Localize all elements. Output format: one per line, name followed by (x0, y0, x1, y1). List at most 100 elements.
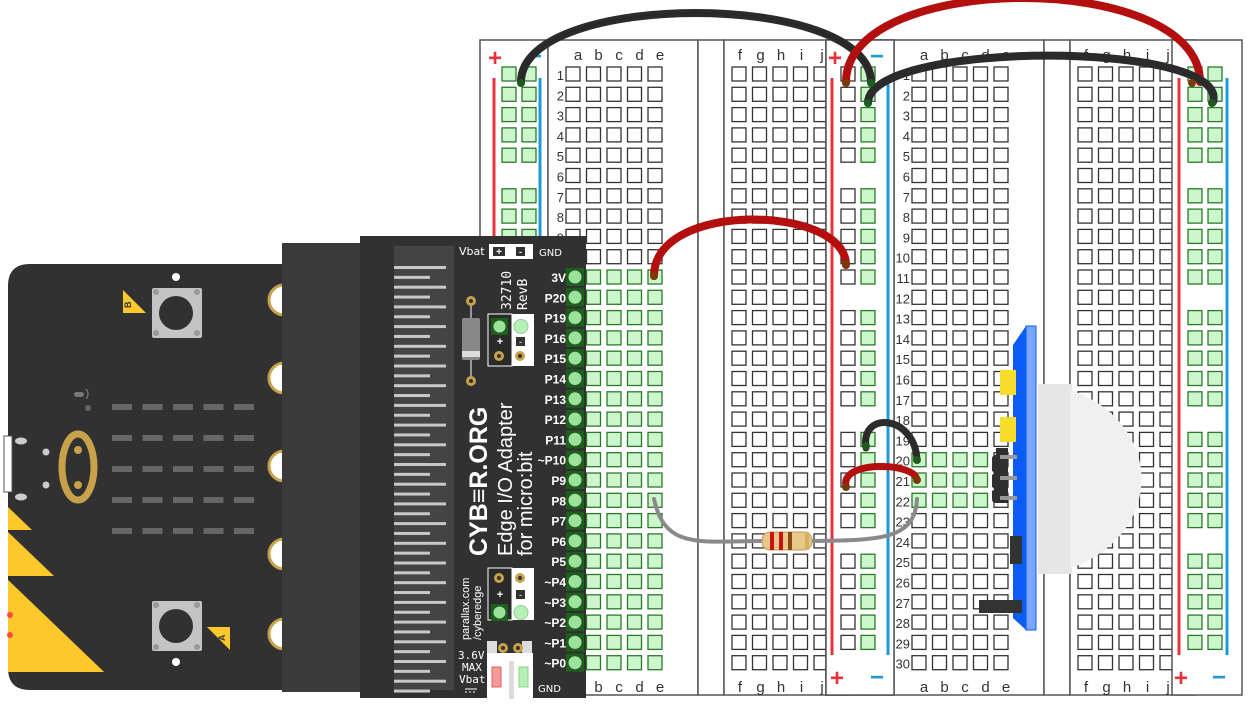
breadboard-hole[interactable] (792, 127, 809, 143)
breadboard-hole[interactable] (1207, 269, 1223, 285)
breadboard-hole[interactable] (647, 228, 663, 245)
breadboard-hole[interactable] (911, 492, 927, 508)
breadboard-hole[interactable] (606, 167, 622, 184)
breadboard-hole[interactable] (751, 614, 768, 630)
breadboard-hole[interactable] (585, 167, 602, 184)
breadboard-hole[interactable] (860, 106, 876, 123)
breadboard-hole[interactable] (521, 188, 537, 204)
breadboard-hole[interactable] (931, 167, 948, 184)
breadboard-hole[interactable] (1138, 573, 1155, 590)
breadboard-hole[interactable] (993, 269, 1009, 285)
breadboard-hole[interactable] (931, 106, 948, 123)
breadboard-hole[interactable] (792, 634, 809, 651)
breadboard-hole[interactable] (565, 167, 581, 184)
breadboard-hole[interactable] (1138, 553, 1155, 569)
breadboard-hole[interactable] (911, 289, 927, 305)
breadboard-hole[interactable] (606, 431, 622, 448)
breadboard-hole[interactable] (860, 330, 876, 346)
breadboard-hole[interactable] (647, 86, 663, 102)
breadboard-hole[interactable] (972, 452, 989, 468)
breadboard-hole[interactable] (911, 573, 927, 590)
breadboard-hole[interactable] (647, 553, 663, 569)
breadboard-hole[interactable] (626, 249, 643, 265)
breadboard-hole[interactable] (860, 370, 876, 387)
breadboard-hole[interactable] (647, 208, 663, 224)
breadboard-hole[interactable] (565, 188, 581, 204)
breadboard-hole[interactable] (606, 411, 622, 427)
breadboard-hole[interactable] (751, 391, 768, 407)
breadboard-hole[interactable] (585, 147, 602, 163)
breadboard-hole[interactable] (731, 634, 747, 651)
breadboard-hole[interactable] (931, 472, 948, 488)
breadboard-hole[interactable] (1118, 106, 1134, 123)
battery-connector[interactable] (487, 641, 533, 700)
breadboard-hole[interactable] (565, 86, 581, 102)
breadboard-hole[interactable] (1187, 188, 1203, 204)
breadboard-hole[interactable] (1207, 370, 1223, 387)
breadboard-hole[interactable] (931, 553, 948, 569)
breadboard-hole[interactable] (952, 573, 968, 590)
breadboard-hole[interactable] (647, 655, 663, 671)
breadboard-hole[interactable] (1077, 289, 1093, 305)
breadboard-hole[interactable] (1097, 614, 1114, 630)
breadboard-hole[interactable] (1138, 655, 1155, 671)
breadboard-hole[interactable] (626, 533, 643, 549)
breadboard-hole[interactable] (565, 66, 581, 82)
breadboard-hole[interactable] (931, 431, 948, 448)
breadboard-hole[interactable] (1097, 147, 1114, 163)
breadboard-hole[interactable] (1207, 249, 1223, 265)
breadboard-hole[interactable] (772, 167, 788, 184)
breadboard-hole[interactable] (772, 330, 788, 346)
breadboard-hole[interactable] (1138, 411, 1155, 427)
breadboard-hole[interactable] (952, 147, 968, 163)
breadboard-hole[interactable] (731, 147, 747, 163)
breadboard-hole[interactable] (1077, 127, 1093, 143)
breadboard-hole[interactable] (751, 512, 768, 529)
breadboard-hole[interactable] (1138, 370, 1155, 387)
breadboard-hole[interactable] (931, 594, 948, 610)
breadboard-hole[interactable] (1118, 86, 1134, 102)
breadboard-hole[interactable] (731, 512, 747, 529)
breadboard-hole[interactable] (972, 147, 989, 163)
breadboard-hole[interactable] (972, 228, 989, 245)
breadboard-hole[interactable] (751, 370, 768, 387)
breadboard-hole[interactable] (1207, 188, 1223, 204)
breadboard-hole[interactable] (840, 147, 856, 163)
breadboard-hole[interactable] (626, 269, 643, 285)
breadboard-hole[interactable] (1207, 634, 1223, 651)
breadboard-hole[interactable] (952, 411, 968, 427)
breadboard-hole[interactable] (521, 86, 537, 102)
wire-black-pir-gnd[interactable] (862, 419, 921, 464)
breadboard-hole[interactable] (1187, 309, 1203, 326)
breadboard-hole[interactable] (751, 431, 768, 448)
breadboard-hole[interactable] (911, 228, 927, 245)
breadboard-hole[interactable] (1077, 594, 1093, 610)
breadboard-hole[interactable] (993, 228, 1009, 245)
breadboard-hole[interactable] (606, 370, 622, 387)
breadboard-hole[interactable] (606, 512, 622, 529)
breadboard-hole[interactable] (931, 573, 948, 590)
breadboard-hole[interactable] (931, 269, 948, 285)
breadboard-hole[interactable] (931, 147, 948, 163)
breadboard-hole[interactable] (585, 472, 602, 488)
breadboard-hole[interactable] (911, 614, 927, 630)
wire-red-pir-vcc[interactable] (842, 463, 921, 490)
breadboard-hole[interactable] (585, 614, 602, 630)
breadboard-hole[interactable] (1097, 208, 1114, 224)
breadboard-hole[interactable] (952, 228, 968, 245)
breadboard-hole[interactable] (1207, 391, 1223, 407)
breadboard-hole[interactable] (972, 66, 989, 82)
breadboard-hole[interactable] (860, 309, 876, 326)
breadboard-hole[interactable] (911, 269, 927, 285)
breadboard-hole[interactable] (911, 350, 927, 366)
breadboard-hole[interactable] (840, 269, 856, 285)
breadboard-hole[interactable] (647, 391, 663, 407)
breadboard-hole[interactable] (993, 350, 1009, 366)
breadboard-hole[interactable] (1118, 573, 1134, 590)
breadboard-hole[interactable] (1118, 208, 1134, 224)
breadboard-hole[interactable] (860, 147, 876, 163)
breadboard-hole[interactable] (1138, 106, 1155, 123)
breadboard-hole[interactable] (1077, 269, 1093, 285)
breadboard-hole[interactable] (840, 614, 856, 630)
breadboard-hole[interactable] (972, 330, 989, 346)
